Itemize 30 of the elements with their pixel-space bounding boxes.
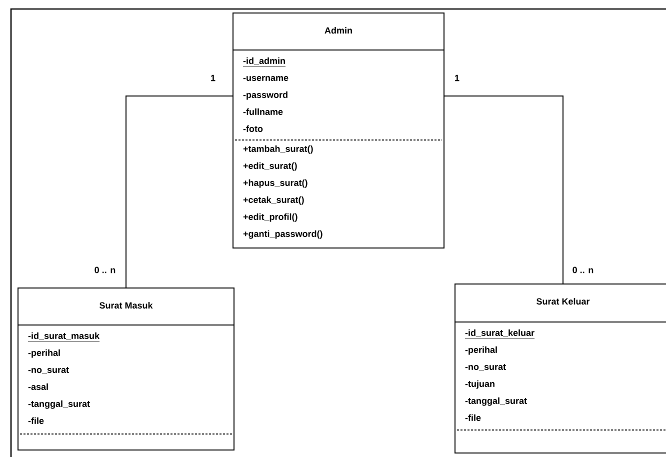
- attribute-text: -perihal: [28, 349, 60, 358]
- attribute-text: -file: [465, 414, 481, 421]
- multiplicity-label: 1: [211, 74, 216, 82]
- attribute-text: -password: [243, 91, 288, 100]
- method-text: +cetak_surat(): [243, 196, 304, 205]
- multiplicity-label: 1: [455, 74, 460, 82]
- attribute-text: -asal: [28, 383, 48, 390]
- attribute-text: -perihal: [465, 346, 497, 355]
- attribute-text: -foto: [243, 125, 263, 132]
- attribute-text: -no_surat: [28, 367, 69, 374]
- attribute-text: -tanggal_surat: [28, 400, 90, 409]
- method-text: +ganti_password(): [243, 230, 322, 239]
- attribute-text: -username: [243, 76, 288, 81]
- method-text: +edit_profil(): [243, 213, 298, 222]
- method-text: +hapus_surat(): [243, 179, 308, 188]
- attribute-text: -file: [28, 417, 44, 424]
- attribute-text: -no_surat: [465, 364, 506, 371]
- association-line: [126, 96, 234, 288]
- method-text: +edit_surat(): [243, 162, 297, 171]
- attribute-text: -id_surat_keluar: [464, 329, 535, 339]
- association-line: [444, 96, 564, 284]
- multiplicity-label: 0 .. n: [572, 266, 594, 274]
- method-text: +tambah_surat(): [243, 145, 313, 154]
- attribute-text: -tanggal_surat: [465, 397, 527, 406]
- attribute-text: -id_admin: [242, 57, 286, 67]
- attribute-text: -tujuan: [465, 380, 494, 389]
- attribute-text: -fullname: [243, 108, 283, 115]
- method-compartment: [234, 140, 442, 239]
- attribute-text: -id_surat_masuk: [28, 332, 100, 342]
- multiplicity-label: 0 .. n: [94, 266, 116, 274]
